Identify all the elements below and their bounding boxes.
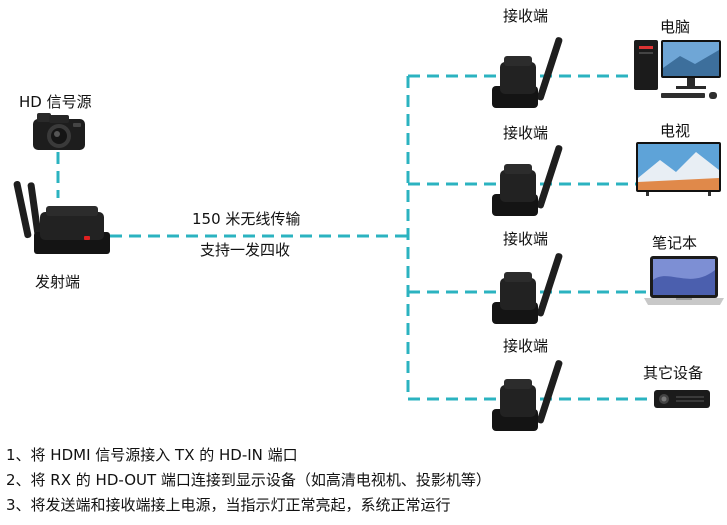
receiver-1-label: 接收端	[503, 7, 549, 25]
laptop-label: 笔记本	[652, 234, 698, 252]
projector-icon	[654, 390, 710, 408]
camera-icon	[33, 113, 85, 150]
laptop-icon	[644, 256, 724, 305]
receiver-4-label: 接收端	[503, 337, 549, 355]
wireless-range-label: 150 米无线传输	[192, 210, 301, 228]
one-to-four-label: 支持一发四收	[200, 241, 291, 259]
transmitter-icon	[13, 180, 110, 254]
pc-label: 电脑	[660, 18, 691, 36]
receiver-1-icon	[492, 37, 563, 108]
instruction-step-3: 3、将发送端和接收端接上电源，当指示灯正常亮起，系统正常运行	[6, 496, 451, 514]
transmitter-label: 发射端	[35, 273, 81, 291]
receiver-2-label: 接收端	[503, 124, 549, 142]
tv-icon	[636, 142, 721, 196]
hd-source-label: HD 信号源	[19, 93, 92, 111]
other-device-label: 其它设备	[643, 364, 704, 382]
receiver-3-icon	[492, 253, 563, 324]
receiver-2-icon	[492, 145, 563, 216]
connection-diagram	[13, 37, 724, 431]
tv-label: 电视	[660, 122, 691, 140]
setup-instructions: 1、将 HDMI 信号源接入 TX 的 HD-IN 端口 2、将 RX 的 HD…	[6, 443, 721, 518]
receiver-4-icon	[492, 360, 563, 431]
desktop-pc-icon	[634, 40, 721, 99]
instruction-step-1: 1、将 HDMI 信号源接入 TX 的 HD-IN 端口	[6, 446, 298, 464]
connection-lines	[56, 74, 654, 401]
receiver-3-label: 接收端	[503, 230, 549, 248]
instruction-step-2: 2、将 RX 的 HD-OUT 端口连接到显示设备（如高清电视机、投影机等）	[6, 471, 491, 489]
